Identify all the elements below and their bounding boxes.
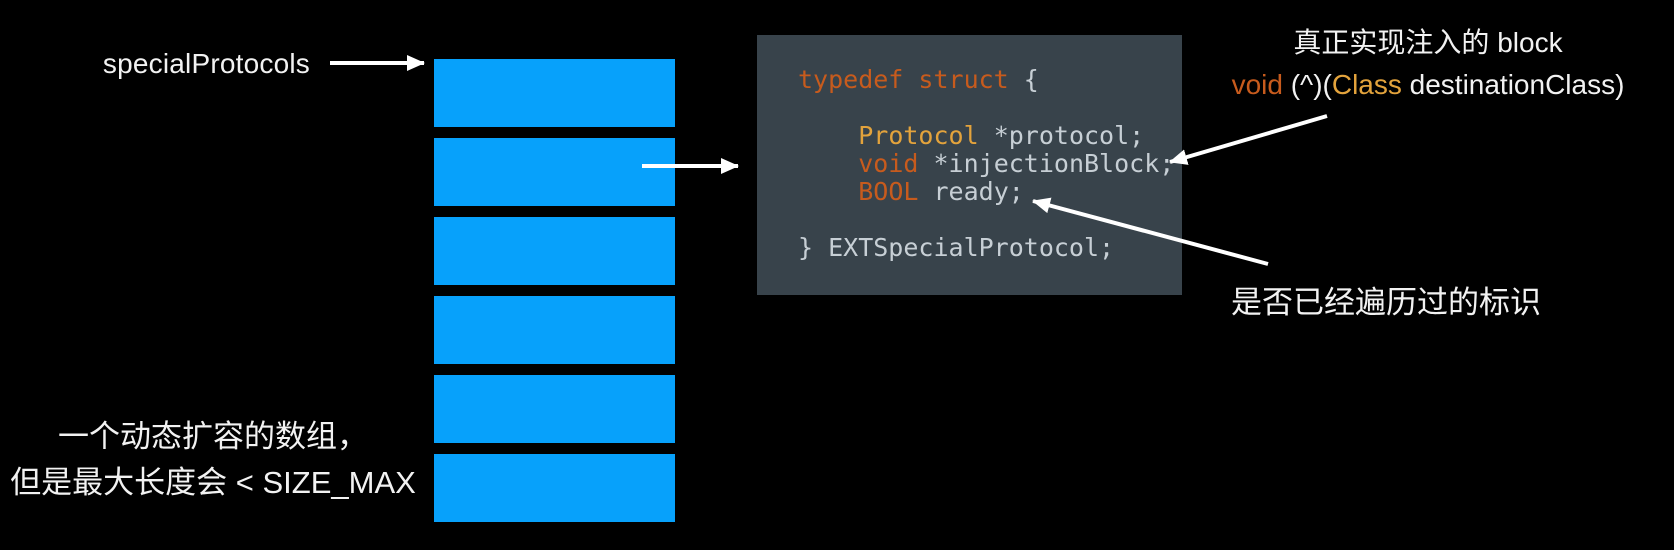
code-segment: void <box>858 149 919 178</box>
injection-block-arrow <box>1169 114 1328 165</box>
code-segment: destinationClass) <box>1401 69 1625 100</box>
array-cell <box>434 454 675 522</box>
code-segment: (^)( <box>1282 69 1332 100</box>
code-segment: } EXTSpecialProtocol; <box>798 233 1115 262</box>
block-impl-note-line2: void (^)(Class destinationClass) <box>1206 64 1650 106</box>
code-line <box>798 206 1182 234</box>
code-segment: *injectionBlock; <box>918 149 1175 178</box>
code-line: void *injectionBlock; <box>798 150 1182 178</box>
code-line: Protocol *protocol; <box>798 122 1182 150</box>
block-impl-note: 真正实现注入的 block void (^)(Class destination… <box>1206 22 1650 106</box>
code-segment: typedef struct <box>798 65 1009 94</box>
struct-code-block: typedef struct { Protocol *protocol; voi… <box>757 35 1182 295</box>
code-segment: *protocol; <box>978 121 1145 150</box>
array-growth-note-line2: 但是最大长度会 < SIZE_MAX <box>10 465 416 500</box>
code-line <box>798 94 1182 122</box>
array-cell <box>434 375 675 443</box>
array-growth-note-line1: 一个动态扩容的数组， <box>58 419 368 454</box>
code-segment: { <box>1008 65 1039 94</box>
array-column <box>434 59 675 533</box>
code-segment: void <box>1231 69 1283 100</box>
block-impl-note-line1: 真正实现注入的 block <box>1293 27 1563 58</box>
code-segment <box>798 177 858 206</box>
code-segment <box>798 149 858 178</box>
code-line: } EXTSpecialProtocol; <box>798 234 1182 262</box>
code-segment <box>798 121 858 150</box>
code-segment: ready; <box>918 177 1024 206</box>
array-cell <box>434 296 675 364</box>
array-cell <box>434 59 675 127</box>
code-line: typedef struct { <box>798 66 1182 94</box>
struct-code-text: typedef struct { Protocol *protocol; voi… <box>757 35 1182 262</box>
array-growth-note: 一个动态扩容的数组， 但是最大长度会 < SIZE_MAX <box>3 414 423 506</box>
array-label: specialProtocols <box>102 48 310 79</box>
code-segment: BOOL <box>858 177 919 206</box>
ready-flag-note: 是否已经遍历过的标识 <box>1231 285 1541 320</box>
array-cell <box>434 217 675 285</box>
array-cell <box>434 138 675 206</box>
code-segment: Class <box>1331 69 1402 100</box>
code-line: BOOL ready; <box>798 178 1182 206</box>
code-segment: Protocol <box>858 121 979 150</box>
